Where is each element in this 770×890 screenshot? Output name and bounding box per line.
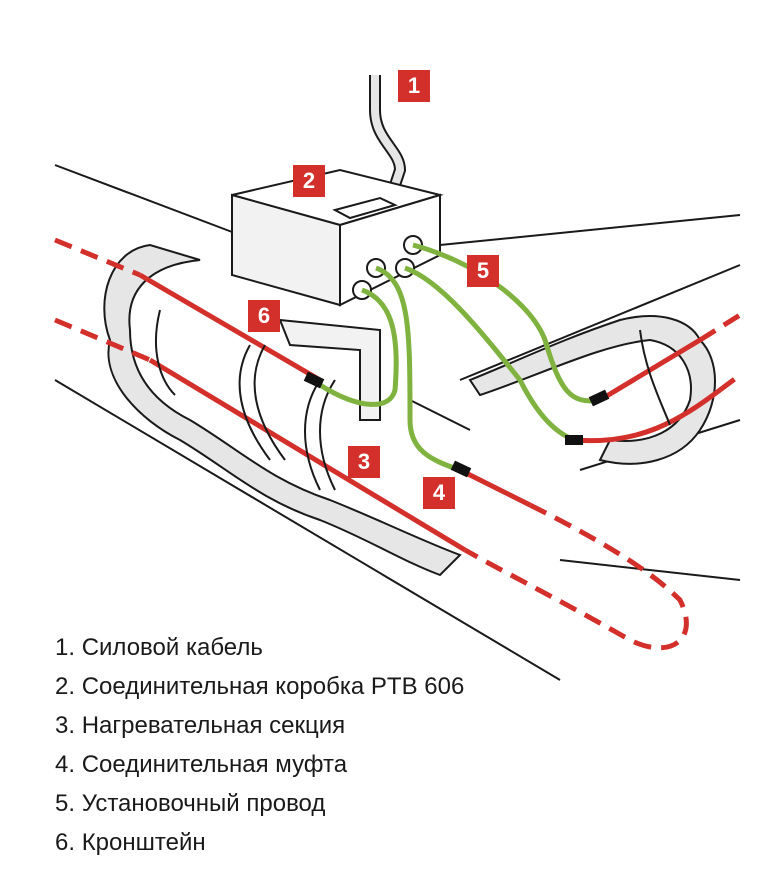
main-pipe-top-edge: [54, 164, 241, 236]
legend-item: 3. Нагревательная секция: [55, 712, 346, 739]
pipe-strap: [154, 309, 671, 426]
label-5: 5: [467, 255, 499, 287]
heating-cable-upper: [138, 272, 322, 383]
pipe-clamp: [238, 344, 286, 461]
main-pipe-bottom-edge: [54, 379, 561, 681]
legend-item: 1. Силовой кабель: [55, 634, 263, 661]
connection-sleeve: [450, 460, 472, 478]
legend-item: 2. Соединительная коробка PTB 606: [55, 673, 465, 700]
heating-cable-upper-dashed: [54, 237, 141, 278]
connection-sleeve: [588, 389, 610, 407]
pipe-clamp: [304, 379, 336, 491]
insulation-cut-left: [103, 243, 462, 577]
heating-cable-branch-1: [598, 337, 702, 403]
main-pipe-upper-right: [409, 399, 471, 431]
connection-sleeve: [303, 371, 325, 389]
connection-sleeve: [565, 435, 583, 445]
legend-item: 6. Кронштейн: [55, 829, 206, 856]
install-wire: [404, 265, 576, 443]
install-wire: [412, 242, 601, 404]
insulation-cut-right: [468, 315, 716, 465]
branch-pipe-top-edge: [439, 214, 741, 246]
label-2: 2: [293, 165, 325, 197]
heating-cable-branch-2: [574, 387, 722, 444]
legend: 1. Силовой кабель 2. Соединительная коро…: [55, 628, 464, 862]
heating-cable-branch-2-dashed: [718, 373, 742, 392]
heating-cable-main: [458, 467, 532, 508]
junction-box: [231, 168, 444, 307]
heating-cable-branch-1-dashed: [698, 312, 742, 343]
heating-cable-lower-dashed: [54, 317, 151, 363]
label-3: 3: [348, 446, 380, 478]
legend-item: 4. Соединительная муфта: [55, 751, 348, 778]
install-wire: [318, 287, 399, 407]
heating-cable-loop-dashed: [463, 502, 689, 651]
branch-pipe-lower: [559, 559, 741, 581]
install-wire: [375, 265, 461, 473]
label-4: 4: [423, 477, 455, 509]
bracket: [278, 318, 381, 421]
legend-item: 5. Установочный провод: [55, 790, 326, 817]
label-1: 1: [398, 70, 430, 102]
label-6: 6: [248, 300, 280, 332]
